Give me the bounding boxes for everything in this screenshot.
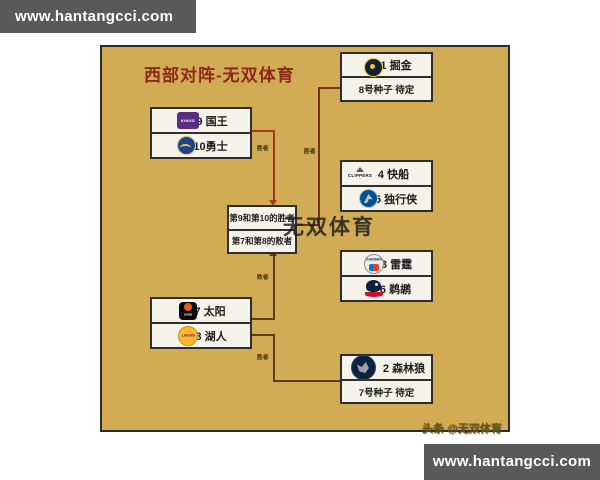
team-row-kings: KINGS 9 国王 [152, 109, 250, 134]
watermark-url-bottom: www.hantangcci.com [432, 453, 592, 470]
team-name-suns: 7 太阳 [194, 305, 226, 318]
team-name-clippers: 4 快船 [377, 168, 410, 181]
line-kings-to-center-v [273, 130, 275, 202]
matchup-box-thunder-pelicans: THUNDER 3 雷霆 6 鹈鹕 [340, 250, 433, 302]
line-label-loser-7-8: 败者 [257, 274, 269, 281]
arrow-into-center-top-icon [269, 200, 277, 206]
thunder-logo-icon: THUNDER [363, 253, 384, 274]
warriors-logo-icon [177, 136, 197, 155]
line-center-to-nuggets-h2 [297, 224, 318, 226]
team-name-kings: 9 国王 [196, 115, 228, 128]
team-row-nuggets: 1 掘金 [342, 54, 431, 78]
nuggets-logo-icon [364, 57, 384, 77]
mavericks-logo-icon [358, 189, 378, 208]
team-name-thunder: 3 雷霆 [380, 258, 413, 271]
line-label-winner-7-8: 胜者 [257, 354, 269, 361]
team-row-thunder: THUNDER 3 雷霆 [342, 252, 431, 277]
matchup-box-nuggets-seed8: 1 掘金 8号种子 待定 [340, 52, 433, 102]
line-center-to-nuggets-v [318, 87, 320, 226]
kings-wordmark: KINGS [181, 118, 196, 123]
watermark-bar-top: www.hantangcci.com [0, 0, 196, 33]
bracket-title: 西部对阵-无双体育 [144, 66, 295, 85]
matchup-box-kings-warriors: KINGS 9 国王 10勇士 [150, 107, 252, 159]
team-name-mavericks: 5 独行侠 [374, 193, 418, 206]
bracket-image: 西部对阵-无双体育 胜者 胜者 败者 胜者 1 掘金 8号种子 待定 [100, 45, 510, 435]
team-row-warriors: 10勇士 [152, 134, 250, 157]
seed-row-8: 8号种子 待定 [342, 78, 431, 100]
pelicans-logo-icon [364, 280, 383, 297]
matchup-box-suns-lakers: SUNS 7 太阳 LAKERS 8 湖人 [150, 297, 252, 349]
lakers-wordmark: LAKERS [181, 333, 195, 338]
team-row-lakers: LAKERS 8 湖人 [152, 324, 250, 347]
team-name-pelicans: 6 鹈鹕 [379, 283, 412, 296]
team-row-timberwolves: 2 森林狼 [342, 355, 431, 381]
team-name-warriors: 10勇士 [193, 140, 228, 153]
matchup-box-clippers-mavericks: CLIPPERS 4 快船 5 独行侠 [340, 160, 433, 212]
suns-wordmark: SUNS [184, 312, 193, 316]
line-lakers-to-wolves-h2 [273, 380, 340, 382]
playin-row-winner-9-10: 第9和第10的胜者 [229, 207, 295, 231]
suns-logo-icon: SUNS [179, 301, 198, 320]
team-row-mavericks: 5 独行侠 [342, 187, 431, 210]
seed-row-7: 7号种子 待定 [342, 381, 431, 402]
line-center-to-nuggets-h [318, 87, 340, 89]
line-label-winner-playin: 胜者 [304, 148, 316, 155]
team-row-pelicans: 6 鹈鹕 [342, 277, 431, 300]
loser-7-8-label: 第7和第8的败者 [231, 236, 293, 247]
playin-row-loser-7-8: 第7和第8的败者 [229, 231, 295, 253]
clippers-wordmark: CLIPPERS [347, 173, 373, 178]
kings-logo-icon: KINGS [177, 112, 200, 129]
line-suns-to-center-v [273, 255, 275, 320]
lakers-logo-icon: LAKERS [178, 325, 199, 346]
seed7-tbd-label: 7号种子 待定 [358, 387, 415, 399]
clippers-ship-icon [356, 167, 364, 172]
winner-9-10-label: 第9和第10的胜者 [229, 212, 295, 223]
line-label-winner-9-10: 胜者 [257, 145, 269, 152]
line-suns-to-center-h [252, 318, 275, 320]
team-row-clippers: CLIPPERS 4 快船 [342, 162, 431, 187]
team-name-lakers: 8 湖人 [195, 330, 227, 343]
line-lakers-to-wolves-h [252, 334, 275, 336]
clippers-logo-icon: CLIPPERS [345, 166, 375, 182]
team-name-timberwolves: 2 森林狼 [382, 362, 426, 375]
playin-result-box: 第9和第10的胜者 第7和第8的败者 [227, 205, 297, 254]
team-row-suns: SUNS 7 太阳 [152, 299, 250, 324]
line-lakers-to-wolves-v [273, 334, 275, 382]
suns-ball-icon [184, 302, 193, 311]
line-kings-to-center-h [252, 130, 275, 132]
seed8-tbd-label: 8号种子 待定 [358, 85, 415, 96]
thunder-wordmark: THUNDER [365, 257, 383, 261]
timberwolves-logo-icon [350, 355, 376, 380]
watermark-bar-bottom: www.hantangcci.com [424, 444, 600, 480]
credit-watermark: 头条 @无双体育 [422, 423, 502, 435]
team-name-nuggets: 1 掘金 [380, 60, 412, 72]
matchup-box-timberwolves-seed7: 2 森林狼 7号种子 待定 [340, 354, 433, 404]
watermark-url-top: www.hantangcci.com [15, 8, 174, 25]
